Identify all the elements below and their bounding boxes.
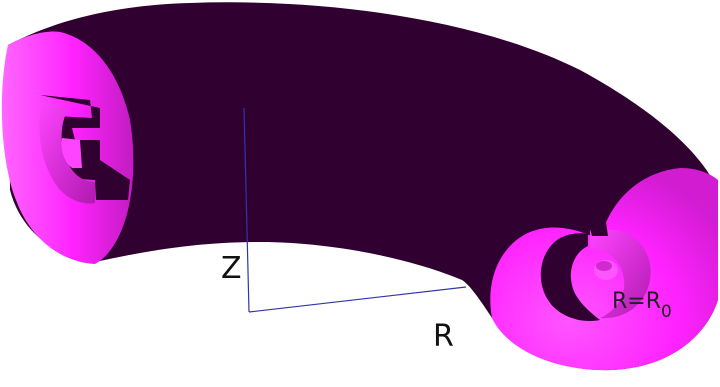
major-radius-label-subscript: 0	[661, 302, 672, 322]
right-inner-ring	[590, 230, 651, 319]
right-inner-core-shade	[596, 261, 612, 271]
r-axis-label: R	[433, 319, 454, 354]
right-cut-cavity	[540, 233, 600, 322]
left-inner-ring	[39, 100, 95, 204]
z-axis-line	[243, 107, 250, 313]
r-axis-line	[248, 286, 467, 313]
major-radius-label-main: R=R	[612, 289, 662, 314]
major-radius-label: R=R0	[612, 289, 672, 321]
right-inner-notch	[588, 222, 608, 236]
z-axis-label: Z	[221, 251, 242, 286]
left-inner-core	[61, 138, 82, 168]
